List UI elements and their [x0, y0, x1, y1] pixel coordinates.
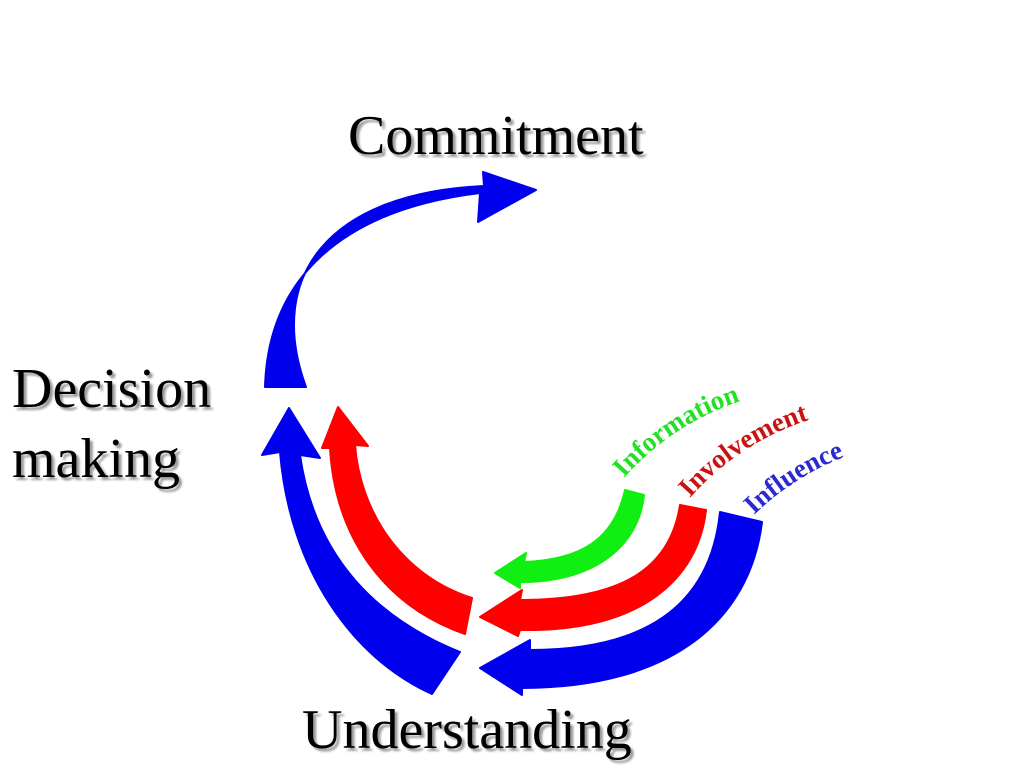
arrow-decision-to-commitment: [264, 171, 537, 388]
stage-understanding: Understanding: [302, 699, 632, 761]
arrow-information: [494, 489, 645, 589]
arrow-involvement: [479, 504, 707, 637]
stage-decision-making: Decision making: [12, 354, 211, 494]
arrow-understanding-to-decision-inner: [321, 406, 473, 635]
arrow-influence: [479, 511, 763, 696]
stage-commitment: Commitment: [348, 105, 644, 167]
stage-decision-line2: making: [12, 428, 180, 490]
arrow-understanding-to-decision: [261, 407, 461, 695]
stage-decision-line1: Decision: [12, 358, 212, 420]
